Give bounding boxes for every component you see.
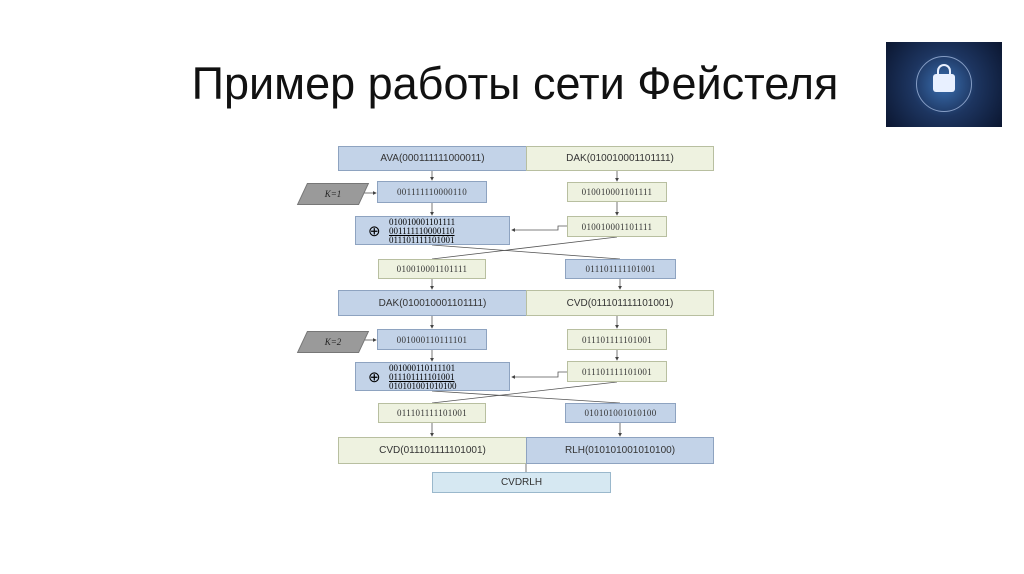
round2-key: K=2 <box>296 331 370 353</box>
round1-out-left: 010010001101111 <box>378 259 486 279</box>
round2-out-right: 010101001010100 <box>565 403 676 423</box>
xor-icon: ⊕ <box>368 223 381 240</box>
security-lock-image <box>886 42 1002 127</box>
round1-key: K=1 <box>296 183 370 205</box>
round1-right-block: DAK(010010001101111) <box>526 146 714 171</box>
final-left-block: CVD(011101111101001) <box>338 437 527 464</box>
round2-key-label: K=2 <box>324 337 342 347</box>
round1-left-block: AVA(000111111000011) <box>338 146 527 171</box>
slide-title: Пример работы сети Фейстеля <box>191 58 839 109</box>
network-ring-icon <box>916 56 972 112</box>
round1-out-right: 011101111101001 <box>565 259 676 279</box>
xor-operand-2: 011101111101001 <box>389 372 455 382</box>
round2-left-block: DAK(010010001101111) <box>338 290 527 316</box>
round2-right-copy-2: 011101111101001 <box>567 361 667 382</box>
round2-function-output: 001000110111101 <box>377 329 487 350</box>
round1-right-copy-2: 010010001101111 <box>567 216 667 237</box>
round2-out-left: 011101111101001 <box>378 403 486 423</box>
xor-result: 010101001010100 <box>389 381 457 391</box>
xor-result: 011101111101001 <box>389 235 455 245</box>
xor-operand-2: 001111110000110 <box>389 226 455 236</box>
xor-icon: ⊕ <box>368 369 381 386</box>
lock-icon <box>933 64 955 92</box>
final-right-block: RLH(010101001010100) <box>526 437 714 464</box>
round2-right-copy: 011101111101001 <box>567 329 667 350</box>
round2-right-block: CVD(011101111101001) <box>526 290 714 316</box>
round1-right-copy: 010010001101111 <box>567 182 667 202</box>
round1-key-label: K=1 <box>324 189 342 199</box>
xor-operand-1: 010010001101111 <box>389 217 456 227</box>
final-result: CVDRLH <box>432 472 611 493</box>
xor-operand-1: 001000110111101 <box>389 363 456 373</box>
round1-function-output: 001111110000110 <box>377 181 487 203</box>
